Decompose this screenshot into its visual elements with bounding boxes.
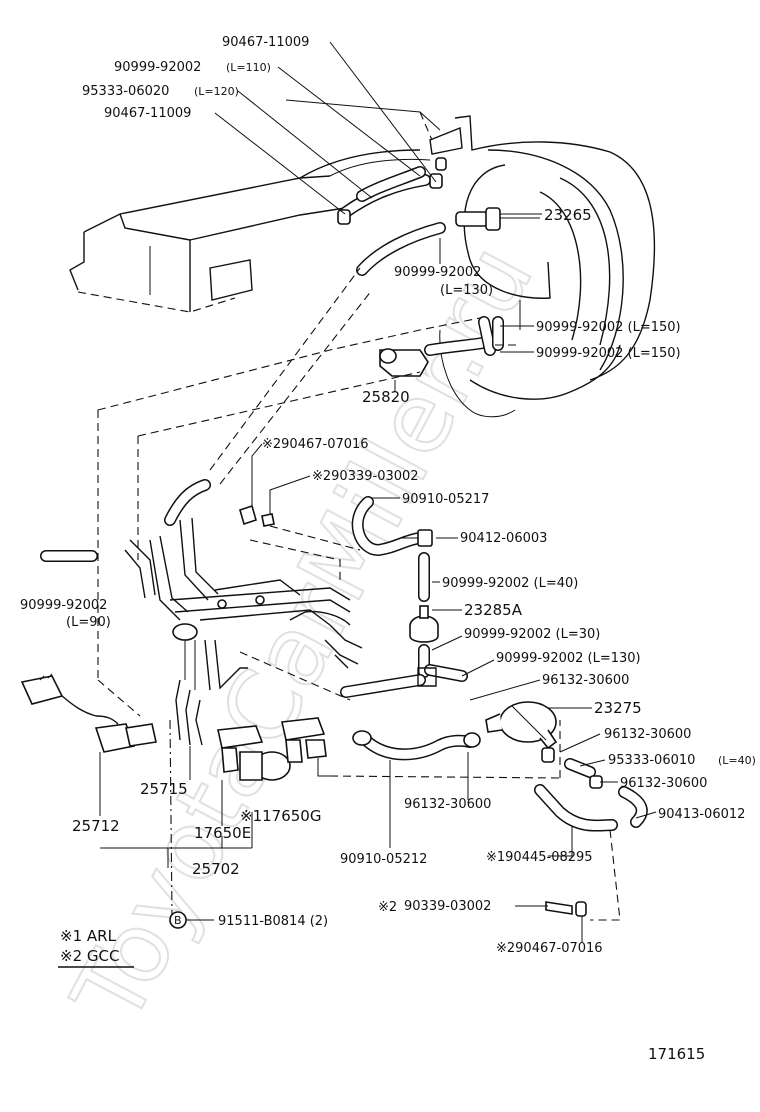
label-p6-len: (L=130) [440,283,493,298]
fitting-23265 [455,207,540,231]
engine-outline [69,99,656,418]
label-p21: 95333-06010 [608,753,695,768]
label-p4: 90467-11009 [104,106,191,121]
label-p27: 25712 [72,817,120,835]
small-clamps-left [239,504,275,527]
label-p31: 90910-05212 [340,852,427,867]
label-p24: 90999-92002 [20,598,107,613]
right-hose-chain [340,496,648,917]
label-p3: 95333-06020 [82,84,169,99]
label-p22: 96132-30600 [620,776,707,791]
vsv-components [20,673,330,790]
legend-gcc: ※2 GCC [60,947,119,965]
label-p30: 96132-30600 [404,797,491,812]
label-p16: 90999-92002 (L=30) [464,627,600,642]
label-p29: 25702 [192,860,240,878]
label-p19: 23275 [594,699,642,717]
figure-number: 171615 [648,1045,705,1063]
label-p26: ※117650G [240,807,321,825]
valve-23275 [485,701,558,750]
label-p8: 90999-92002 (L=150) [536,346,681,361]
leader-dashed-lines [97,267,621,921]
vacuum-pipe-assembly [124,479,363,746]
label-p5: 23265 [544,206,592,224]
label-p14: 90999-92002 (L=40) [442,576,578,591]
hose-clamp [435,157,447,171]
label-p11: ※290339-03002 [312,469,419,484]
leader-lines [99,41,657,942]
label-p23: 90413-06012 [658,807,745,822]
label-p17: 90999-92002 (L=130) [496,651,641,666]
part-labels: 90467-11009 90999-92002 (L=110) 95333-06… [20,35,756,1063]
label-p35: B [174,914,182,927]
label-p6: 90999-92002 [394,265,481,280]
label-p24-len: (L=90) [66,615,111,630]
label-p20: 96132-30600 [604,727,691,742]
label-p18: 96132-30600 [542,673,629,688]
label-p32: ※190445-08295 [486,850,593,865]
label-p12: 90910-05217 [402,492,489,507]
bolt-b-marker [169,911,187,929]
label-p2: 90999-92002 [114,60,201,75]
legend-arl: ※1 ARL [60,927,117,945]
label-p34: ※290467-07016 [496,941,603,956]
hose-clamp [337,209,351,225]
label-p36: 91511-B0814 (2) [218,914,328,929]
label-p3-len: (L=120) [194,85,239,98]
label-p1: 90467-11009 [222,35,309,50]
vsv-25820 [379,316,504,377]
label-p9: 25820 [362,388,410,406]
label-p7: 90999-92002 (L=150) [536,320,681,335]
label-p15: 23285A [464,601,523,619]
label-p13: 90412-06003 [460,531,547,546]
label-p10: ※290467-07016 [262,437,369,452]
label-p33: ※2 [378,900,397,915]
label-p2-len: (L=110) [226,61,271,74]
label-p25: 25715 [140,780,188,798]
label-p28: 17650E [194,824,251,842]
label-p33b: 90339-03002 [404,899,491,914]
label-p21-len: (L=40) [718,754,756,767]
